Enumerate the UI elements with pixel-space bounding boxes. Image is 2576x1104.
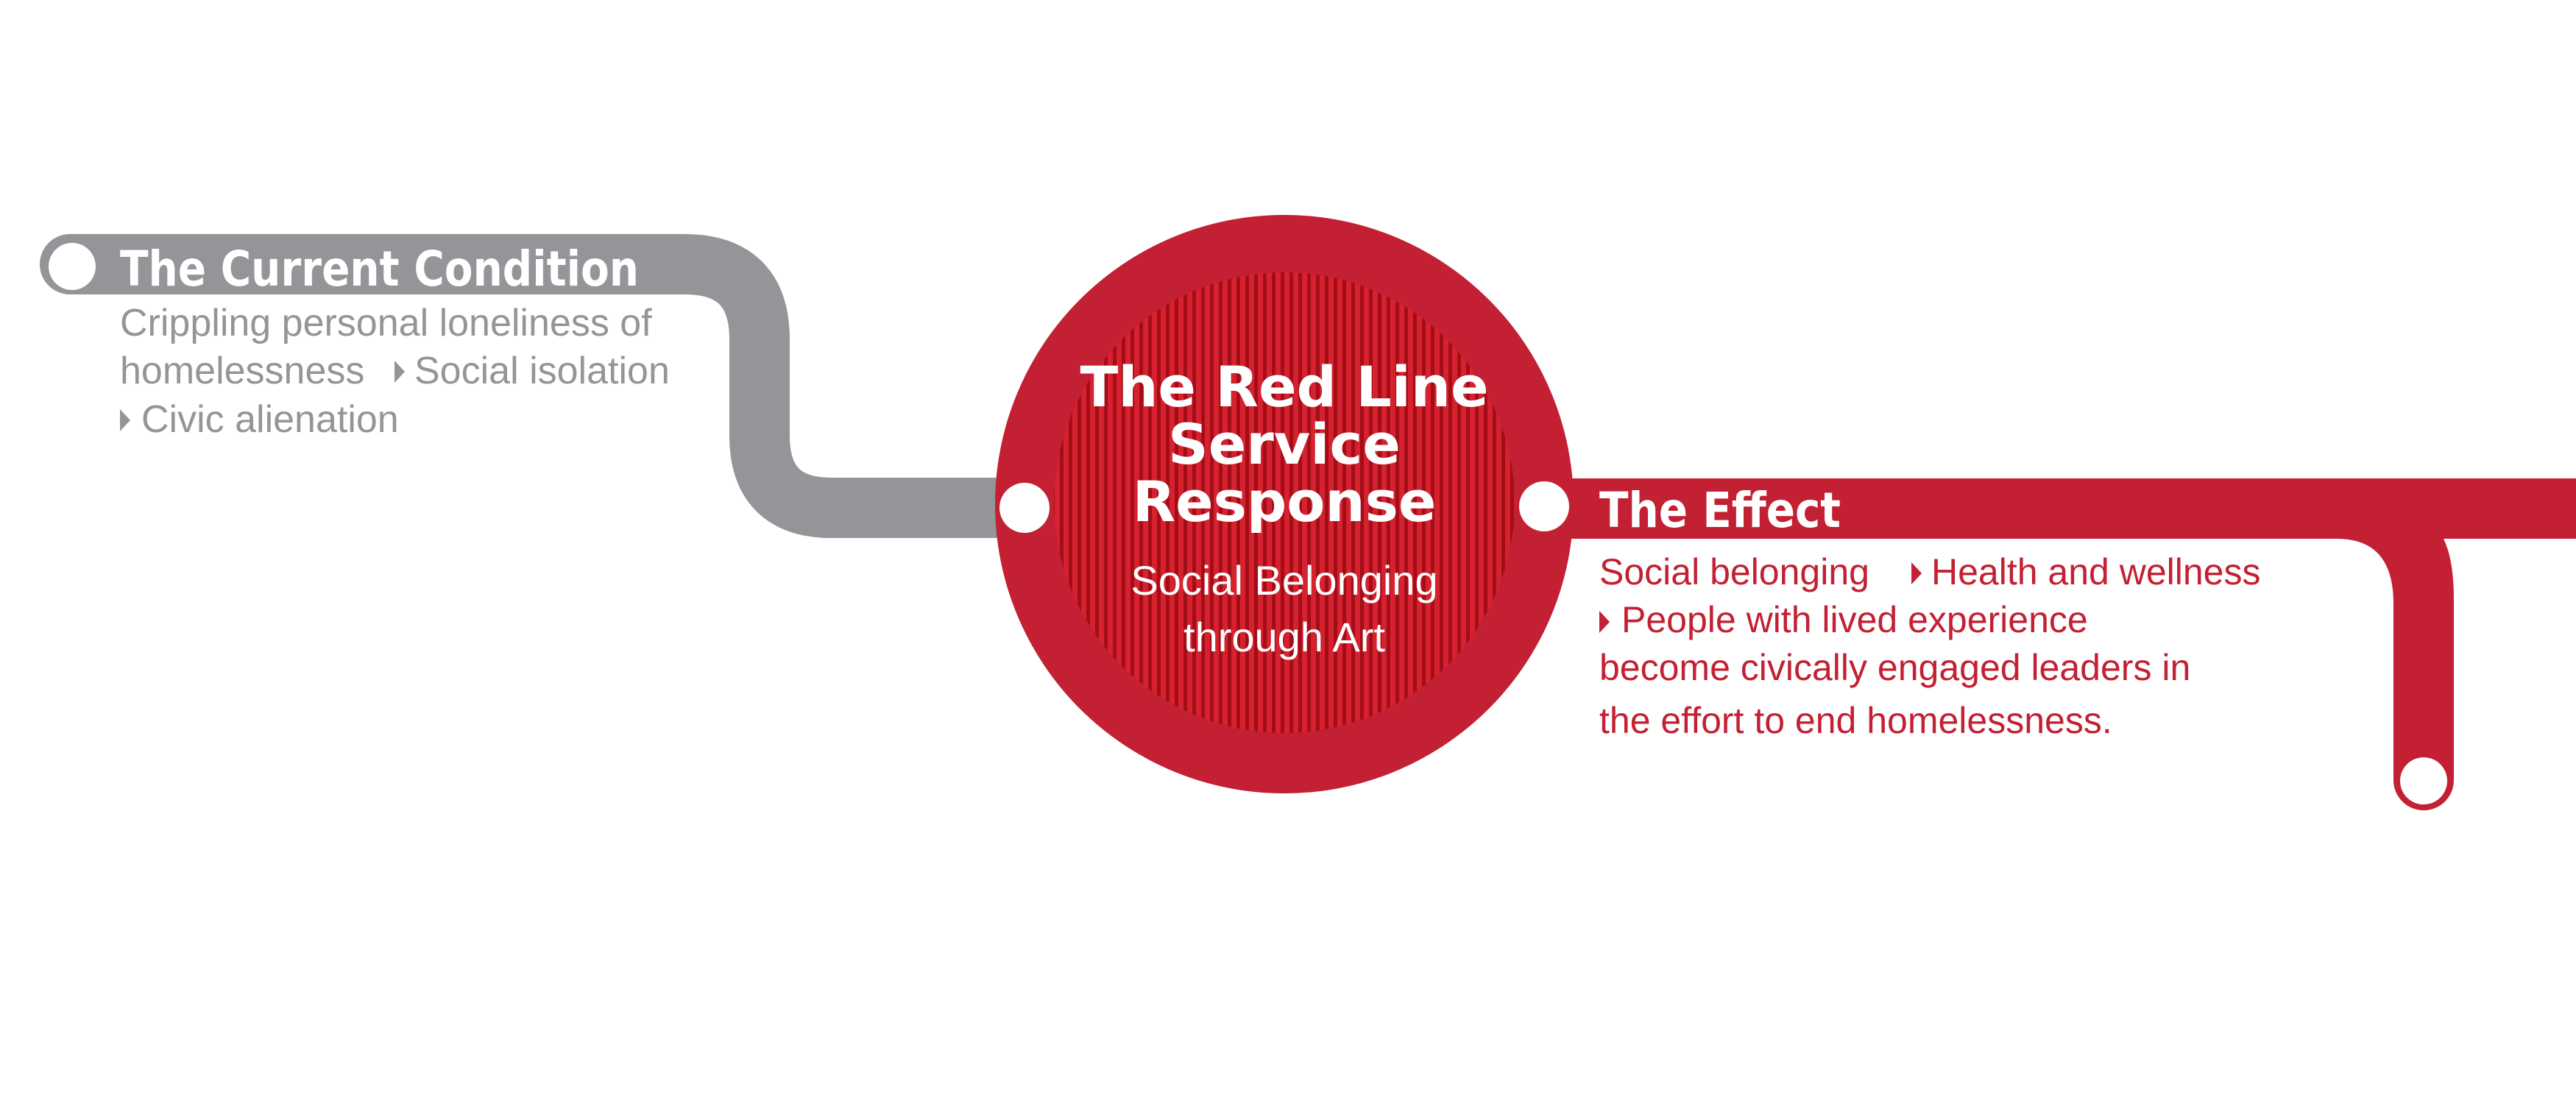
- station-circle-icon: [49, 243, 96, 290]
- triangle-right-icon: [394, 361, 405, 383]
- red-branch-line: [2337, 539, 2454, 810]
- current-condition-line: homelessness: [120, 350, 364, 392]
- effect-title: The Effect: [1599, 482, 1841, 539]
- triangle-right-icon: [1911, 562, 1922, 584]
- hub-title-line: Service: [1168, 411, 1401, 477]
- station-circle-icon: [2400, 757, 2447, 804]
- station-circle-icon: [1519, 481, 1569, 531]
- hub-title-line: Response: [1133, 469, 1437, 534]
- effect-line: the effort to end homelessness.: [1599, 700, 2112, 741]
- gray-transit-line: [40, 234, 1038, 538]
- red-transit-line: [1509, 478, 2576, 539]
- triangle-right-icon: [120, 409, 130, 431]
- current-condition-title: The Current Condition: [120, 241, 639, 297]
- effect-line: People with lived experience: [1621, 599, 2088, 640]
- current-condition-line: Social isolation: [414, 350, 670, 392]
- current-condition-line: Civic alienation: [141, 398, 399, 441]
- triangle-right-icon: [1599, 611, 1610, 633]
- effect-line: Health and wellness: [1931, 551, 2261, 592]
- effect-line: Social belonging: [1599, 551, 1869, 592]
- hub-subtitle-line: Social Belonging: [1130, 557, 1437, 604]
- station-circle-icon: [999, 483, 1050, 533]
- hub-subtitle-line: through Art: [1183, 614, 1385, 660]
- effect-line: become civically engaged leaders in: [1599, 647, 2190, 688]
- hub-title-line: The Red Line: [1080, 354, 1488, 420]
- current-condition-line: Crippling personal loneliness of: [120, 302, 652, 344]
- hub-striped-core: [1054, 272, 1515, 733]
